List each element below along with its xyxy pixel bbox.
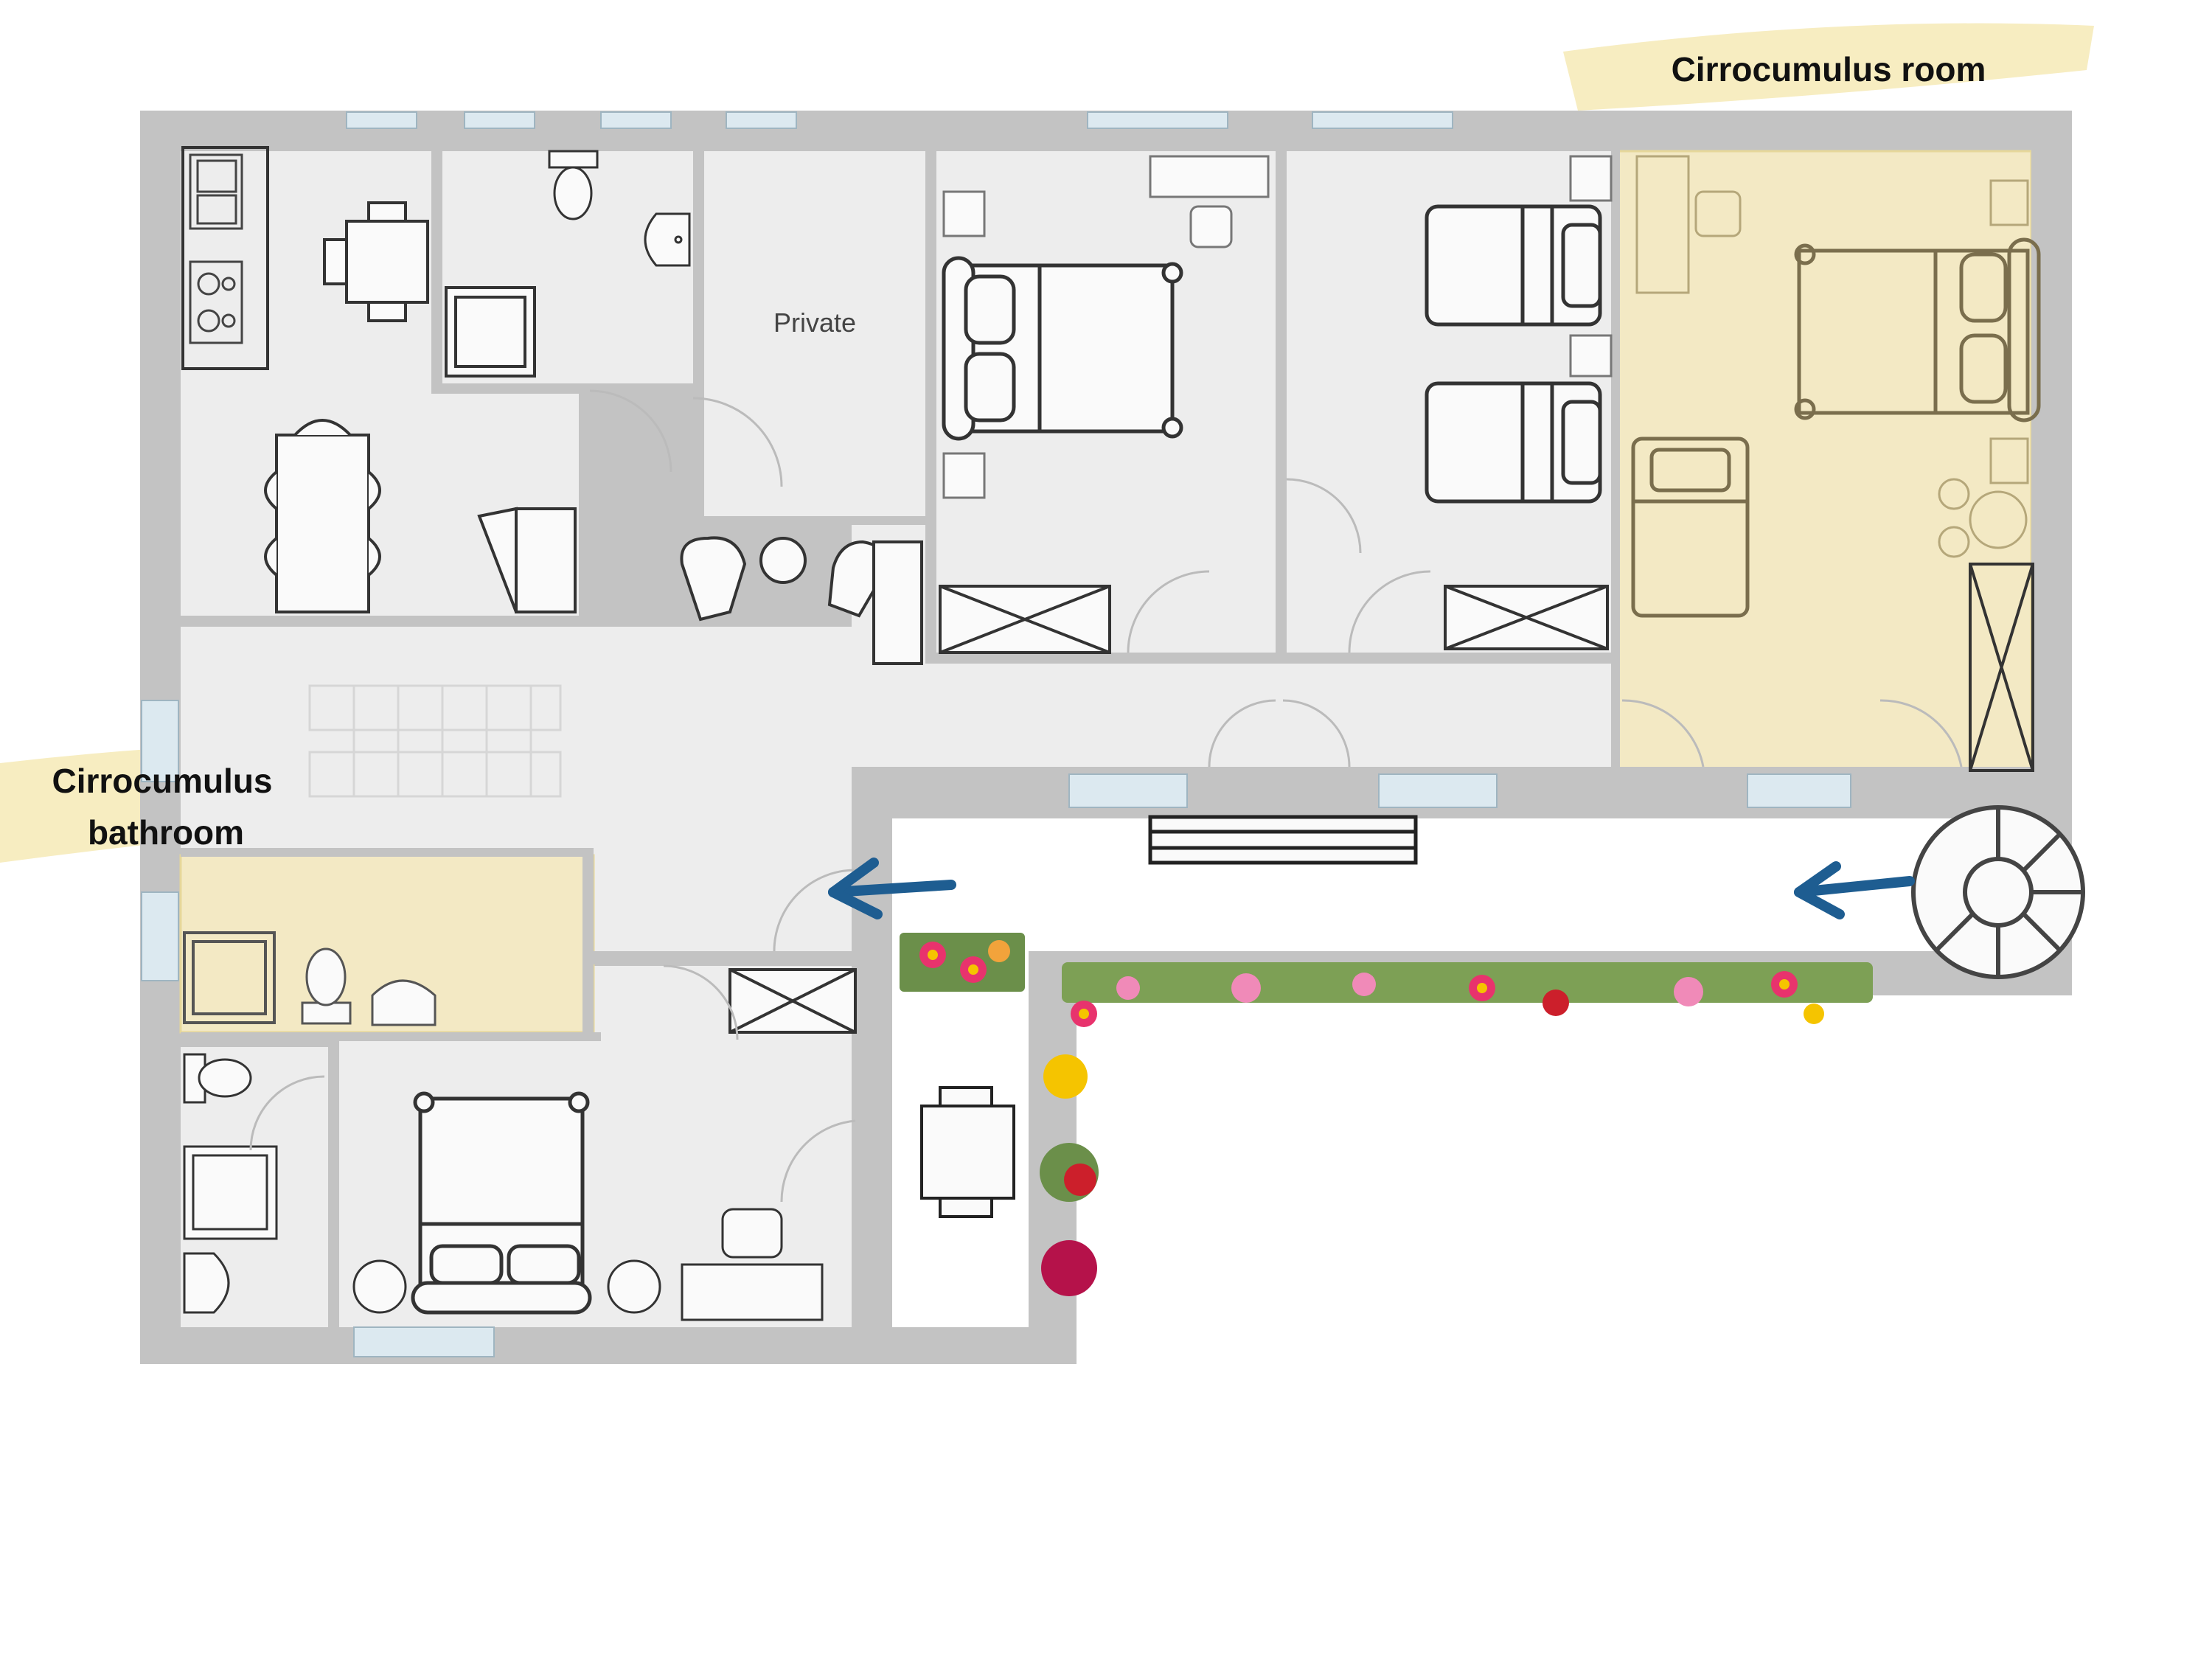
cirrocumulus-bathroom-label-line2: bathroom: [88, 813, 244, 852]
double-bed-icon: [942, 256, 1183, 441]
cirrocumulus-single-bed-icon: [1631, 437, 1750, 618]
shower-icon: [445, 286, 536, 378]
toilet-icon: [548, 150, 599, 220]
cirrocumulus-double-bed-icon: [1794, 237, 2041, 422]
dining-table-icon: [323, 201, 429, 322]
cirrocumulus-wardrobe-icon: [1969, 563, 2034, 772]
cirrocumulus-toilet-icon: [301, 947, 352, 1025]
cirrocumulus-washbasin-icon: [371, 979, 437, 1026]
cirrocumulus-room-label: Cirrocumulus room: [1672, 50, 1986, 88]
flower-planter-icon: [900, 933, 1873, 1296]
lower-double-bed-icon: [411, 1091, 592, 1315]
cirrocumulus-desk-icon: [1635, 155, 2029, 558]
desk-icon: [942, 155, 1270, 499]
cirrocumulus-shower-icon: [183, 931, 276, 1024]
interior-stairs: [308, 684, 562, 798]
lower-bathroom-fixtures: [183, 1053, 278, 1314]
cirrocumulus-room-area: [1617, 150, 2033, 776]
washbasin-icon: [644, 212, 691, 267]
armchair-icon: [680, 536, 923, 665]
single-bed-icon: [1425, 204, 1602, 504]
doors: [249, 389, 1963, 1203]
kitchen-sink-icon: [189, 153, 243, 230]
stove-icon: [189, 260, 243, 344]
wardrobe-icon: [939, 585, 1111, 654]
cirrocumulus-bathroom-label-line1: Cirrocumulus: [52, 762, 272, 800]
spiral-staircase-icon: [1911, 805, 2085, 979]
dining-table-large-icon: [264, 419, 381, 613]
bench-icon: [1148, 815, 1418, 865]
arrow-icon: [828, 858, 1915, 919]
windows: [141, 111, 1851, 1357]
nightstand-icon: [1569, 155, 1613, 378]
floors: [181, 151, 1611, 1327]
lower-bedroom-extras: [352, 1208, 824, 1321]
lower-wardrobe-icon: [728, 968, 857, 1034]
private-room-label: Private: [773, 307, 856, 338]
wardrobe-2-icon: [1444, 585, 1609, 650]
kitchen-counter: [181, 146, 269, 370]
washing-machine-icon: [477, 507, 577, 613]
label-marker-room: [1563, 23, 2094, 111]
terrace-table-icon: [920, 1086, 1015, 1218]
